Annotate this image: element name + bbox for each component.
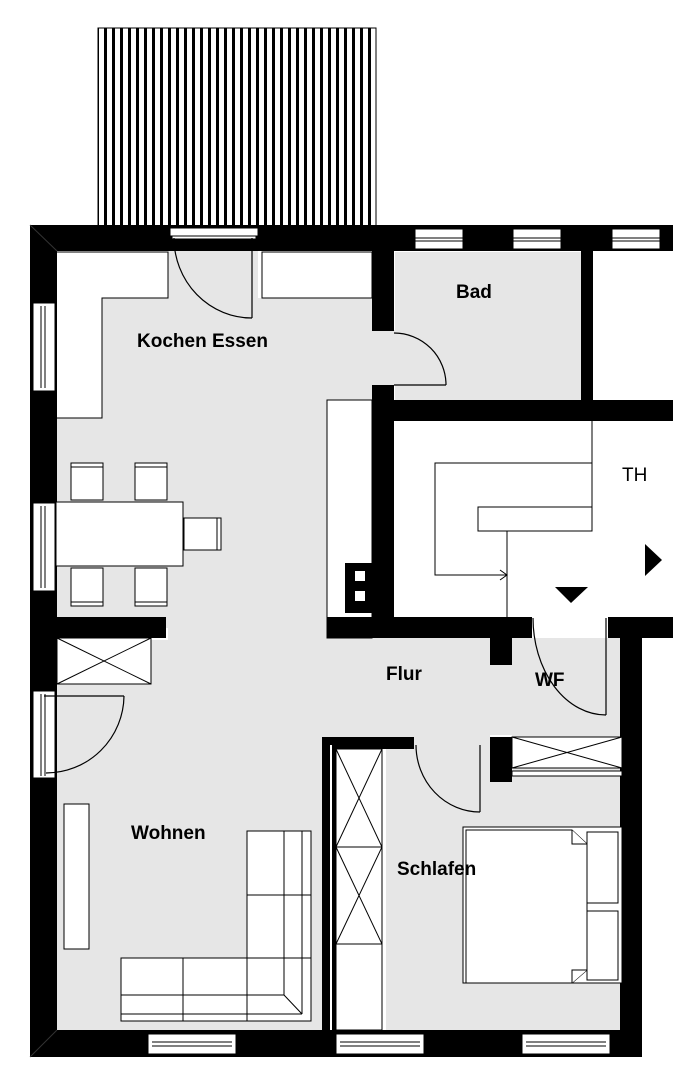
tv-board-icon (63, 803, 90, 950)
arrow-down-icon (555, 587, 588, 603)
room-label-th: TH (622, 465, 648, 486)
stair-icon (395, 420, 673, 618)
room-label-wf: WF (535, 670, 565, 691)
room-label-schlafen: Schlafen (397, 859, 477, 880)
door-swing-icon (44, 237, 607, 813)
dining-table-icon (55, 501, 184, 567)
room-label-wohnen: Wohnen (131, 823, 206, 844)
chair-icon (70, 462, 222, 607)
bed-icon (462, 826, 623, 984)
arrow-right-icon (645, 544, 662, 576)
room-label-flur: Flur (386, 664, 422, 685)
stove-icon (345, 563, 372, 613)
room-label-kochen-essen: Kochen Essen (137, 331, 268, 352)
wardrobe-icon (56, 637, 623, 1031)
window-icon (32, 227, 661, 1055)
balcony-hatch-icon (97, 27, 377, 227)
room-label-bad: Bad (456, 282, 492, 303)
sofa-icon (120, 830, 312, 1022)
